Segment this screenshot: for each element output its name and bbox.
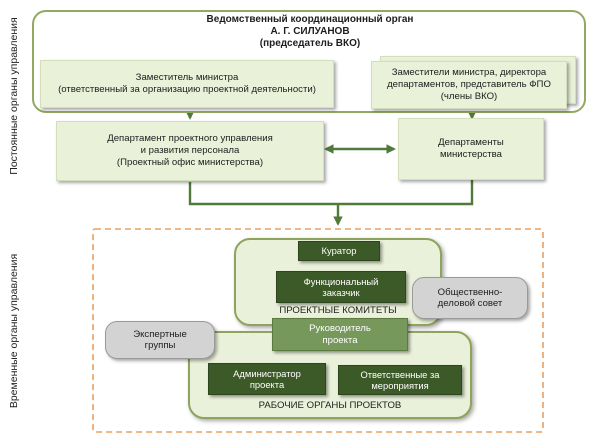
deputy-minister-box: Заместитель министра (ответственный за о… (40, 60, 334, 108)
public-council-box: Общественно- деловой совет (412, 277, 528, 319)
expert-groups-line2: группы (144, 340, 176, 351)
expert-groups-line1: Экспертные (133, 328, 187, 340)
temporary-bodies-frame (92, 228, 544, 433)
project-manager-line2: проекта (322, 334, 358, 346)
deputies-line2: департаментов, представитель ФПО (387, 79, 551, 90)
responsible-activities-box: Ответственные за мероприятия (338, 365, 462, 395)
deputies-line1: Заместители министра, директора (391, 67, 547, 79)
vko-title: Ведомственный координационный орган А. Г… (150, 14, 470, 50)
administrator-line1: Администратор (233, 367, 301, 379)
project-manager-line1: Руководитель (309, 323, 371, 334)
vko-title-line1: Ведомственный координационный орган (206, 14, 414, 25)
deputy-minister-role: (ответственный за организацию проектной … (58, 84, 316, 95)
project-administrator-box: Администратор проекта (208, 363, 326, 395)
public-council-line1: Общественно- (437, 286, 503, 298)
project-working-bodies-caption: РАБОЧИЕ ОРГАНЫ ПРОЕКТОВ (258, 400, 402, 411)
project-committees-caption: ПРОЕКТНЫЕ КОМИТЕТЫ (279, 305, 397, 316)
functional-customer-box: Функциональный заказчик (276, 271, 406, 303)
deputy-minister-title: Заместитель министра (135, 72, 239, 84)
administrator-line2: проекта (249, 379, 285, 390)
project-department-box: Департамент проектного управления и разв… (56, 121, 324, 181)
project-dept-line1: Департамент проектного управления (107, 133, 273, 145)
expert-groups-box: Экспертные группы (105, 321, 215, 359)
vko-chairman-name: А. Г. СИЛУАНОВ (270, 26, 350, 37)
ministry-departments-box: Департаменты министерства (398, 118, 544, 180)
curator-box: Куратор (298, 241, 380, 261)
deputies-line3: (члены ВКО) (440, 90, 498, 102)
functional-customer-line1: Функциональный (303, 275, 379, 287)
deputies-group-box: Заместители министра, директора департам… (371, 61, 567, 109)
project-dept-line3: (Проектный офис министерства) (116, 156, 264, 168)
responsible-line1: Ответственные за (360, 368, 440, 380)
functional-customer-line2: заказчик (322, 287, 360, 298)
public-council-line2: деловой совет (437, 298, 503, 309)
vko-chairman-role: (председатель ВКО) (259, 38, 361, 49)
project-manager-box: Руководитель проекта (272, 318, 408, 351)
ministry-depts-line2: министерства (440, 149, 502, 160)
ministry-depts-line1: Департаменты (438, 137, 504, 149)
project-dept-line2: и развития персонала (140, 145, 240, 156)
connector-depts-bottom (188, 180, 474, 206)
responsible-line2: мероприятия (371, 380, 429, 391)
